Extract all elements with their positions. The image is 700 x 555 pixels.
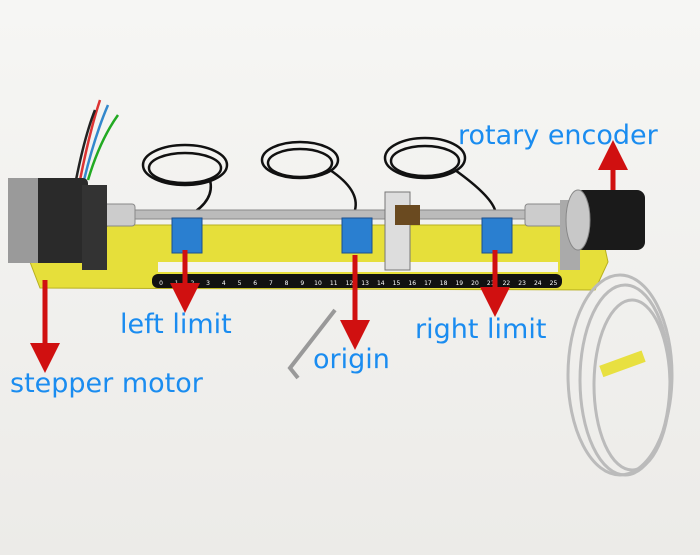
- label-stepper-motor: stepper motor: [10, 368, 203, 399]
- ruler-tick-label: 2: [190, 280, 194, 287]
- ruler-tick-label: 10: [314, 280, 322, 287]
- ruler-tick-label: 24: [534, 280, 542, 287]
- ruler-tick-label: 4: [222, 280, 226, 287]
- allen-key: [287, 308, 337, 380]
- ruler-slot: [158, 262, 558, 272]
- carriage: [384, 191, 411, 271]
- ruler-tick-label: 1: [175, 280, 179, 287]
- ruler-tick-label: 23: [518, 280, 526, 287]
- rotary-encoder: [560, 189, 645, 270]
- ruler-tick-label: 6: [253, 280, 257, 287]
- ruler-tick-label: 14: [377, 280, 385, 287]
- ruler-tick-label: 19: [455, 280, 463, 287]
- ruler-tick-label: 5: [238, 280, 242, 287]
- ruler-tick-label: 8: [285, 280, 289, 287]
- ruler-tick-label: 13: [361, 280, 369, 287]
- ruler-tick-label: 20: [471, 280, 479, 287]
- ruler-tick-label: 11: [330, 280, 338, 287]
- ruler-tick-label: 0: [159, 280, 163, 287]
- ruler-tick-label: 22: [503, 280, 511, 287]
- proximity-sensors: [171, 217, 513, 254]
- ruler-tick-label: 7: [269, 280, 273, 287]
- label-left-limit: left limit: [120, 309, 232, 340]
- label-right-limit: right limit: [415, 314, 547, 345]
- encoder-cable: [566, 273, 674, 477]
- label-rotary-encoder: rotary encoder: [458, 120, 658, 151]
- ruler-tick-label: 17: [424, 280, 432, 287]
- ruler-tick-label: 12: [346, 280, 354, 287]
- ruler-tick-label: 9: [300, 280, 304, 287]
- ruler-tick-label: 18: [440, 280, 448, 287]
- ruler-tick-label: 16: [408, 280, 416, 287]
- coupler-right: [524, 203, 566, 227]
- callout-arrows: [30, 140, 628, 373]
- ruler-tick-label: 15: [393, 280, 401, 287]
- label-origin: origin: [313, 344, 390, 375]
- motor-wires: [74, 99, 120, 181]
- ruler-tick-label: 25: [550, 280, 558, 287]
- ruler-tick-label: 21: [487, 280, 495, 287]
- ruler-tick-label: 3: [206, 280, 210, 287]
- sensor-cable-coils: [141, 136, 497, 217]
